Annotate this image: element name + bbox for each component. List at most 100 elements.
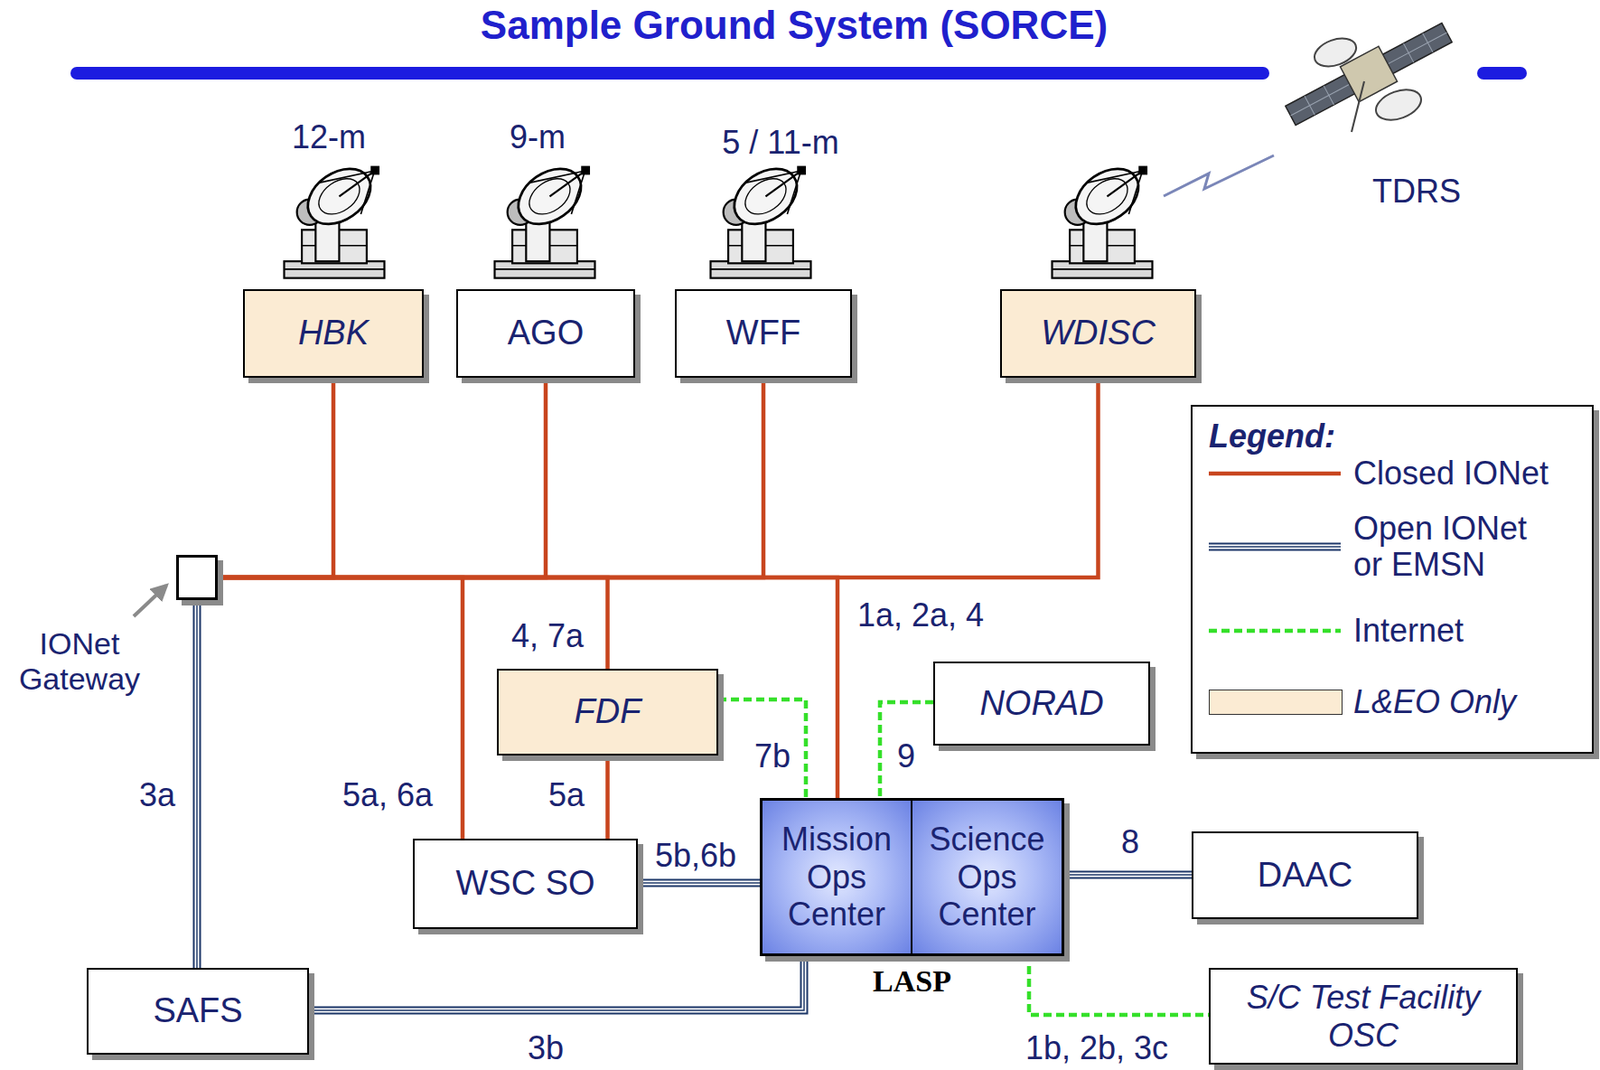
lasp-group: LASPMission Ops CenterScience Ops Center — [759, 797, 1065, 956]
closed-ionet-line — [607, 755, 609, 839]
open-ionet-line — [308, 953, 805, 1011]
dish-size: 12-m — [290, 119, 368, 156]
closed-ionet-line — [605, 755, 610, 839]
open-ionet-line — [637, 880, 763, 886]
internet-line — [718, 699, 806, 801]
open-ionet-line — [1061, 872, 1192, 878]
dish-size: 9-m — [507, 119, 568, 156]
node-label: WDISC — [1040, 313, 1156, 354]
legend-text: L&EO Only — [1353, 683, 1560, 721]
callout-number: 1b, 2b, 3c — [1023, 1029, 1170, 1067]
ground-station-box: WDISC — [1000, 289, 1197, 378]
legend-text: Closed IONet — [1353, 455, 1560, 492]
facility-box: FDF — [496, 668, 719, 756]
node-label: WFF — [726, 313, 801, 354]
legend-swatch — [1208, 689, 1343, 715]
callout-number: 5b,6b — [653, 837, 739, 874]
node-label: Mission Ops Center — [769, 820, 904, 933]
open-ionet-line — [1061, 870, 1192, 880]
tdrs-satellite — [1281, 15, 1457, 134]
node-label: S/C Test Facility OSC — [1217, 978, 1509, 1054]
callout-number: 5a, 6a — [340, 776, 435, 814]
closed-ionet-line — [217, 577, 838, 801]
antenna-dish — [711, 157, 812, 279]
callout-number: 3a — [137, 776, 178, 814]
node-label: NORAD — [979, 683, 1104, 724]
internet-line — [1208, 628, 1341, 634]
internet-line — [718, 699, 806, 801]
facility-box: NORAD — [933, 661, 1151, 746]
callout-number: 1a, 2a, 4 — [855, 597, 986, 634]
node-label: SAFS — [152, 991, 243, 1031]
open-ionet-line — [637, 882, 763, 884]
closed-ionet-line — [217, 577, 609, 669]
callout-number: 4, 7a — [509, 617, 586, 655]
facility-box: WSC SO — [412, 838, 638, 929]
node-label: Science Ops Center — [919, 820, 1055, 933]
closed-ionet-line — [217, 377, 764, 578]
node-label: LASP — [762, 963, 1062, 999]
legend-heading: Legend: — [1207, 418, 1338, 455]
closed-ionet-line — [217, 577, 609, 669]
legend-line-sample — [1207, 617, 1343, 645]
pointer-arrow — [133, 585, 167, 617]
diagram-title: Sample Ground System (SORCE) — [478, 3, 1110, 47]
legend-line-sample — [1207, 459, 1343, 487]
facility-box: S/C Test Facility OSC — [1208, 967, 1518, 1065]
antenna-dish — [1052, 157, 1153, 279]
antenna-dish — [284, 157, 385, 279]
facility-box: SAFS — [86, 967, 309, 1055]
open-ionet-line — [196, 599, 198, 968]
antenna-dish — [495, 157, 596, 279]
internet-line — [879, 701, 934, 801]
callout-number: 8 — [1119, 823, 1142, 861]
node-label: IONet Gateway — [11, 626, 148, 697]
legend-text: Internet — [1353, 612, 1560, 649]
open-ionet-line — [195, 599, 200, 968]
closed-ionet-line — [217, 377, 764, 578]
edge-layer — [196, 377, 1209, 1015]
satellite-name: TDRS — [1370, 173, 1463, 210]
closed-ionet-line — [217, 377, 334, 578]
radio-link — [1163, 155, 1274, 197]
ground-station-box: WFF — [674, 289, 852, 378]
ground-station-box: HBK — [243, 289, 424, 378]
dish-size: 5 / 11-m — [720, 124, 841, 161]
legend-line-sample — [1207, 533, 1343, 561]
closed-ionet-line — [217, 577, 838, 801]
closed-ionet-line — [217, 377, 1099, 578]
open-ionet-line — [196, 599, 198, 968]
gateway-box: IONet Gateway — [176, 554, 218, 600]
closed-ionet-line — [1208, 471, 1341, 477]
ops-center-box: Science Ops Center — [912, 800, 1062, 954]
closed-ionet-line — [217, 377, 546, 578]
open-ionet-line — [193, 599, 202, 968]
open-ionet-line — [637, 879, 763, 888]
open-ionet-line — [1208, 545, 1341, 548]
callout-number: 7b — [752, 738, 793, 775]
internet-line — [1029, 953, 1209, 1015]
open-ionet-line — [308, 953, 805, 1011]
closed-ionet-line — [217, 577, 463, 839]
node-label: DAAC — [1257, 855, 1354, 896]
open-ionet-line — [308, 953, 805, 1011]
open-ionet-line — [1208, 542, 1341, 552]
title-bar — [1483, 66, 1521, 80]
node-label: WSC SO — [455, 863, 595, 904]
closed-ionet-line — [217, 577, 463, 839]
closed-ionet-line — [217, 377, 334, 578]
open-ionet-line — [308, 953, 805, 1011]
open-ionet-line — [637, 881, 763, 884]
callout-number: 9 — [895, 738, 917, 775]
callout-number: 3b — [525, 1029, 566, 1067]
closed-ionet-line — [217, 377, 546, 578]
facility-box: DAAC — [1191, 831, 1419, 919]
legend-text: Open IONet or EMSN — [1353, 510, 1560, 582]
node-label: HBK — [298, 313, 369, 354]
closed-ionet-line — [217, 377, 1099, 578]
node-label: AGO — [507, 313, 584, 354]
title-bar — [76, 66, 1264, 80]
open-ionet-line — [1061, 873, 1192, 876]
internet-line — [879, 701, 934, 801]
